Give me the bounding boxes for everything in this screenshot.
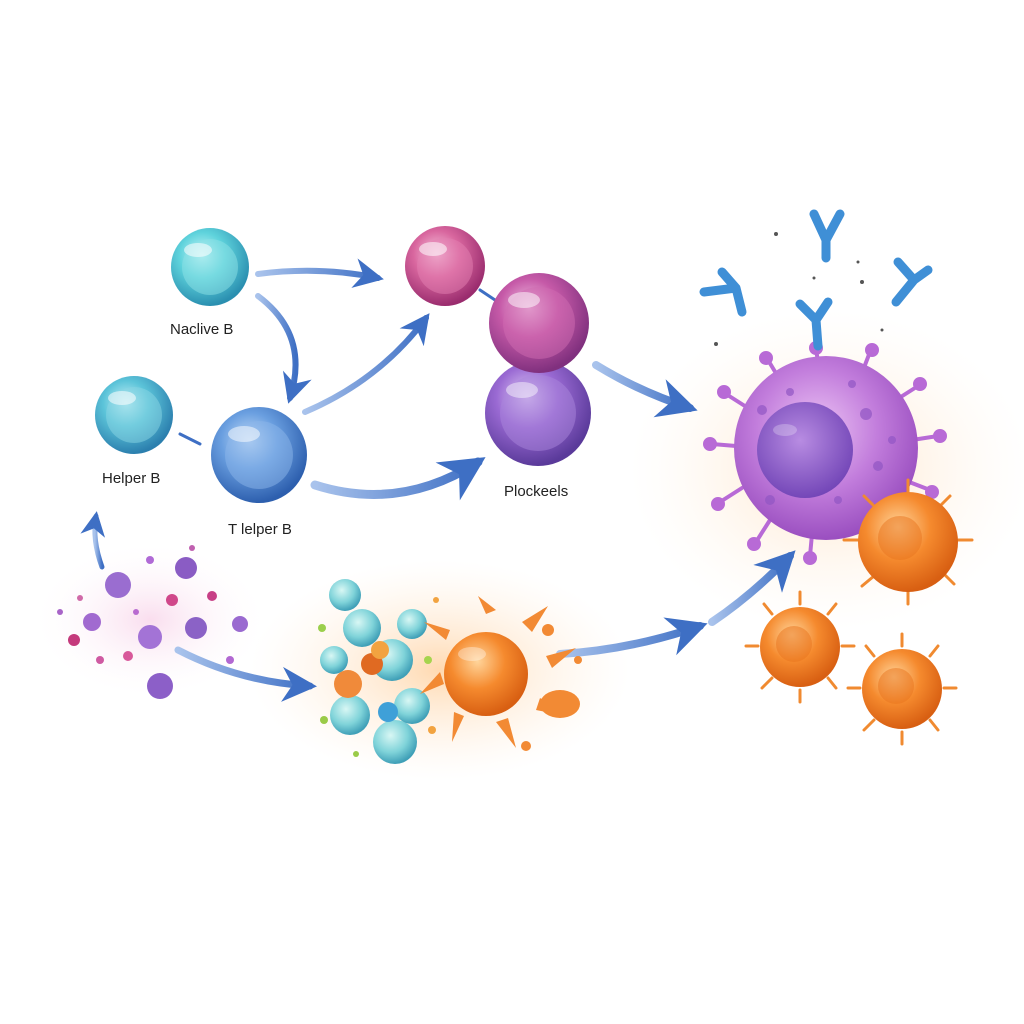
helper-b-cell: [95, 376, 173, 454]
plasma-cell-pair: [485, 273, 591, 466]
y-shaped-antibody-icon: [809, 209, 845, 263]
arrow-thelper-to-plasma: [310, 457, 486, 501]
y-shaped-antibody-icon: [891, 257, 933, 307]
antigen-cluster: [318, 579, 439, 764]
naive-b-cell: [171, 228, 249, 306]
infected-target-cell: [703, 341, 947, 565]
spiky-pathogen-icon: [744, 590, 856, 704]
pink-b-cell: [405, 226, 485, 306]
arrow-naive-to-pink: [255, 258, 384, 288]
activated-orange-cell: [420, 596, 582, 751]
connector-helper-thelper: [178, 432, 202, 446]
label-t-helper-b: T lelper B: [228, 521, 292, 538]
arrow-plasma-to-infected: [592, 361, 698, 418]
antibodies: [699, 209, 933, 351]
arrow-cluster-to-orange: [556, 617, 708, 658]
label-helper-b: Helper B: [102, 470, 161, 487]
arrows: [80, 258, 796, 702]
label-naive-b: Naclive B: [170, 321, 234, 338]
y-shaped-antibody-icon: [699, 267, 747, 317]
arrow-orange-to-infected: [708, 550, 796, 626]
glow-pathogen-spread: [30, 540, 270, 700]
glow-left-cluster: [250, 560, 630, 780]
dust-particles: [714, 232, 884, 346]
pathogen-particles: [57, 545, 248, 699]
arrow-pathogens-up: [80, 511, 106, 570]
spiky-pathogen-icon: [846, 632, 958, 746]
label-plasma-cells: Plockeels: [504, 483, 569, 500]
spiky-pathogen-icon: [842, 478, 974, 606]
arrow-pathogens-to-cluster: [174, 646, 317, 702]
t-helper-b-cell: [211, 407, 307, 503]
y-shaped-antibody-icon: [795, 297, 833, 351]
arrow-naive-to-thelper: [255, 293, 312, 404]
arrow-thelper-to-pink: [302, 313, 430, 415]
